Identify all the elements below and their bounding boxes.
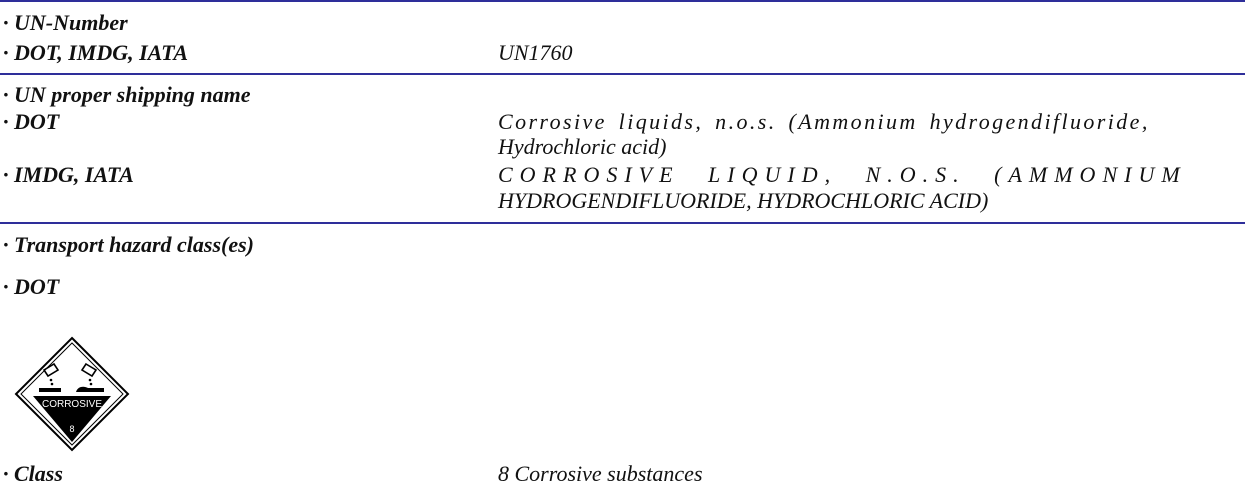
shipping-name-dot-label: · DOT [3,109,60,134]
placard-class-number: 8 [69,424,74,434]
class-value: 8 Corrosive substances [498,461,703,486]
section-divider [0,73,1245,75]
shipping-name-dot-value-line2: Hydrochloric acid) [498,134,667,159]
class-label: · Class [3,461,63,486]
un-number-value: UN1760 [498,40,573,65]
shipping-name-imdg-value-line1: CORROSIVE LIQUID, N.O.S. (AMMONIUM [498,162,1187,187]
shipping-name-dot-value-line1: Corrosive liquids, n.o.s. (Ammonium hydr… [498,109,1150,134]
un-number-heading: · UN-Number [3,10,128,35]
section-divider [0,222,1245,224]
shipping-name-imdg-label: · IMDG, IATA [3,162,134,187]
placard-label: CORROSIVE [42,399,102,410]
shipping-name-heading: · UN proper shipping name [3,82,251,107]
hazard-class-heading: · Transport hazard class(es) [3,232,254,257]
corrosive-placard-icon: CORROSIVE 8 [14,336,130,452]
hazard-class-dot-label: · DOT [3,274,60,299]
shipping-name-imdg-value-line2: HYDROGENDIFLUORIDE, HYDROCHLORIC ACID) [498,188,989,213]
un-number-row-label: · DOT, IMDG, IATA [3,40,189,65]
top-rule [0,0,1245,2]
